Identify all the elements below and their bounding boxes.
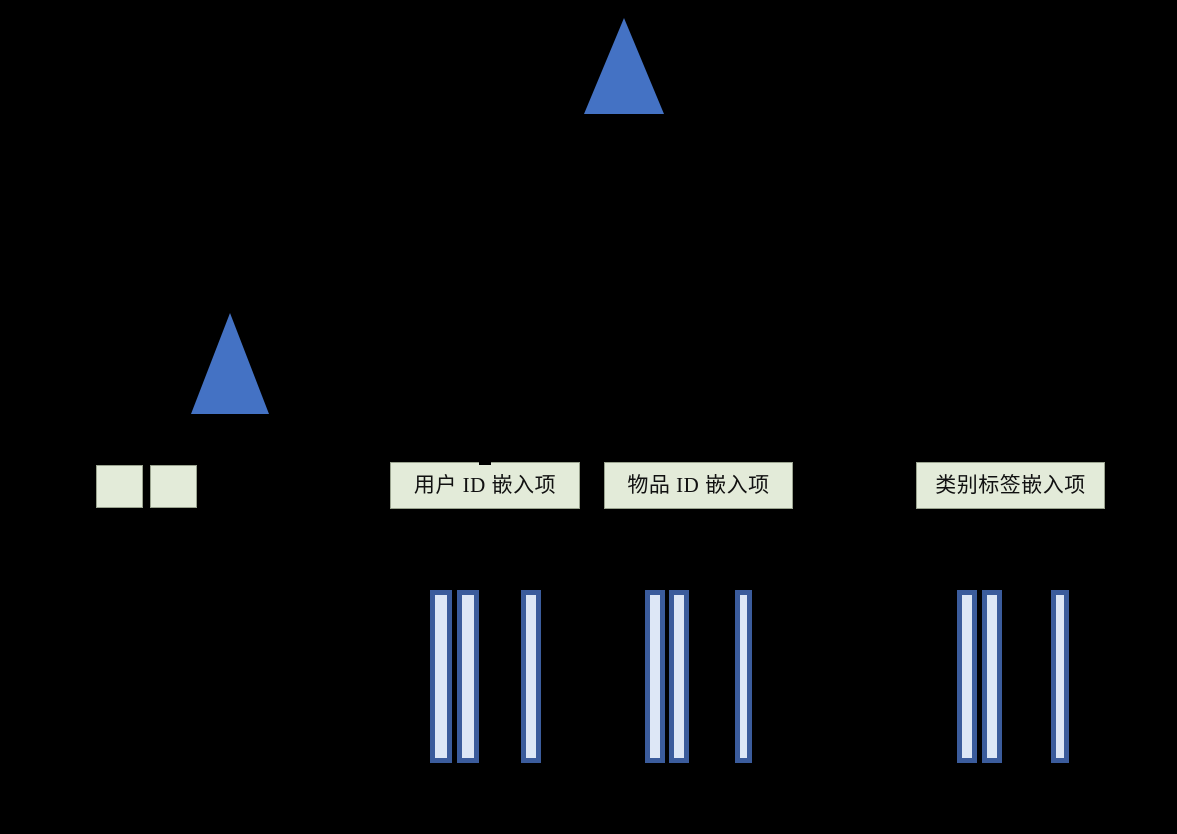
embedding-bar xyxy=(430,590,452,763)
top-center-triangle xyxy=(584,18,664,114)
item-id-embedding-box: 物品 ID 嵌入项 xyxy=(604,462,793,509)
embedding-bar xyxy=(735,590,752,763)
embedding-bar xyxy=(669,590,689,763)
embedding-bar xyxy=(982,590,1002,763)
arrow-notch-mark xyxy=(479,458,491,465)
embedding-bar xyxy=(645,590,665,763)
empty-box-1 xyxy=(96,465,143,508)
empty-box-2 xyxy=(150,465,197,508)
embedding-bar xyxy=(957,590,977,763)
embedding-bar xyxy=(521,590,541,763)
left-triangle xyxy=(191,313,269,414)
embedding-bar xyxy=(1051,590,1069,763)
category-tag-embedding-box: 类别标签嵌入项 xyxy=(916,462,1105,509)
user-id-embedding-box: 用户 ID 嵌入项 xyxy=(390,462,580,509)
embedding-bar xyxy=(457,590,479,763)
